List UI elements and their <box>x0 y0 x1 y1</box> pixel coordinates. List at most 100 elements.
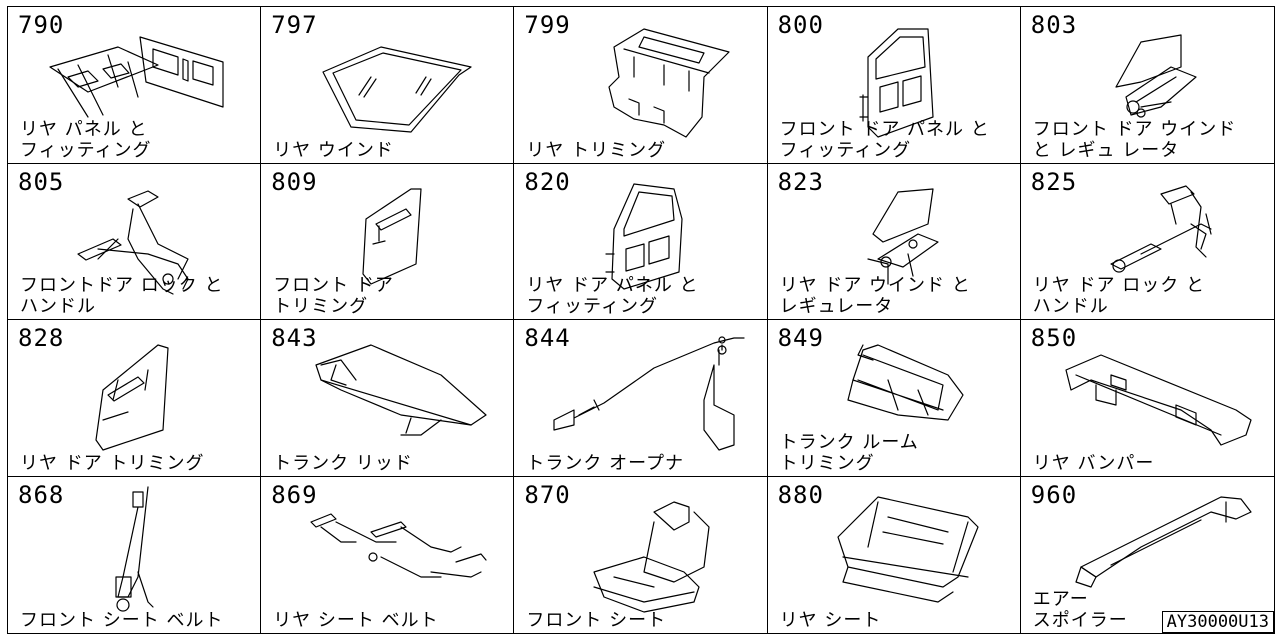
part-group-820[interactable]: 820 リヤ ドア パネル とフィッティング <box>514 163 768 320</box>
part-label-line: リヤ ウインド <box>273 139 394 161</box>
part-label-line: リヤ パネル と <box>20 118 148 140</box>
front-seat-icon <box>593 500 710 613</box>
part-label-line: フロントドア ロック と <box>20 275 224 296</box>
part-number: 803 <box>1030 11 1078 39</box>
part-label-line: トリミング <box>779 452 875 474</box>
part-label: フロント シート <box>526 610 666 631</box>
part-label-line: フロント ドア <box>273 275 394 296</box>
part-number: 870 <box>524 480 571 509</box>
part-group-850[interactable]: 850 リヤ バンパー <box>1020 320 1274 477</box>
part-group-805[interactable]: 805 フロントドア ロック とハンドル <box>8 163 262 320</box>
part-group-880[interactable]: 880 リヤ シート <box>768 476 1021 633</box>
part-label-line: フロント シート ベルト <box>20 610 224 631</box>
part-group-823[interactable]: 823 リヤ ドア ウインド とレギュレータ <box>767 163 1021 320</box>
part-group-825[interactable]: 825 リヤ ドア ロック とハンドル <box>1020 164 1274 320</box>
part-label-line: と レギュ レータ <box>1032 139 1180 161</box>
part-label: リヤ ウインド <box>273 140 394 161</box>
part-number: 820 <box>524 167 571 196</box>
part-label-line: リヤ シート ベルト <box>273 610 439 631</box>
part-label: リヤ ドア ウインド とレギュレータ <box>780 275 971 317</box>
part-label-line: リヤ ドア パネル と <box>526 275 699 296</box>
part-label-line: トランク オープナ <box>526 452 685 474</box>
trunk-room-trim-icon <box>846 344 964 421</box>
part-label-line: フロント ドア パネル と <box>779 118 990 140</box>
part-group-869[interactable]: 869 リヤ シート ベルト <box>261 476 515 633</box>
part-number: 809 <box>271 167 318 196</box>
part-label-line: トランク リッド <box>273 452 413 474</box>
rear-trim-icon <box>608 28 730 138</box>
part-label: エアースポイラー <box>1033 589 1128 631</box>
part-group-828[interactable]: 828 リヤ ドア トリミング <box>8 320 262 477</box>
part-number: 844 <box>524 324 571 352</box>
part-group-799[interactable]: 799 リヤ トリミング <box>514 7 768 164</box>
part-label: リヤ ドア ロック とハンドル <box>1033 275 1205 317</box>
front-window-regulator-icon <box>1115 34 1197 118</box>
part-label-line: リヤ トリミング <box>526 139 667 161</box>
part-number: 880 <box>777 480 824 509</box>
part-label-line: リヤ バンパー <box>1032 452 1155 474</box>
air-spoiler-icon <box>1075 495 1252 588</box>
rear-door-lock-icon <box>1110 184 1212 273</box>
part-label-line: フロント ドア ウインド <box>1032 118 1237 140</box>
part-label-line: エアー <box>1032 589 1089 610</box>
part-label: リヤ ドア トリミング <box>20 453 204 474</box>
part-label: リヤ トリミング <box>526 140 666 161</box>
part-number: 790 <box>18 11 65 39</box>
part-label-line: フィッティング <box>526 296 658 317</box>
front-door-trim-icon <box>362 187 422 285</box>
part-label-line: フィッティング <box>779 139 912 161</box>
part-group-843[interactable]: 843 トランク リッド <box>261 320 515 477</box>
part-label: リヤ パネル とフィッティング <box>20 119 152 161</box>
part-number: 800 <box>777 11 824 39</box>
part-number: 869 <box>271 480 318 509</box>
part-group-870[interactable]: 870 フロント シート <box>514 476 768 633</box>
rear-seat-icon <box>836 495 979 603</box>
part-number: 799 <box>524 11 571 39</box>
part-number: 843 <box>271 324 318 352</box>
part-label-line: ハンドル <box>20 296 96 317</box>
part-number: 828 <box>18 324 65 352</box>
part-number: 825 <box>1030 167 1078 196</box>
part-label-line: ハンドル <box>1032 296 1109 317</box>
part-label: フロント シート ベルト <box>20 610 223 631</box>
diagram-code: AY30000U13 <box>1161 611 1274 633</box>
part-group-797[interactable]: 797 リヤ ウインド <box>261 7 515 164</box>
rear-door-panel-icon <box>605 182 683 290</box>
front-door-panel-icon <box>858 28 934 138</box>
part-label: トランク オープナ <box>526 453 684 474</box>
front-seat-belt-icon <box>115 485 154 612</box>
part-label-line: リヤ シート <box>779 610 882 631</box>
rear-seat-belt-icon <box>310 512 487 578</box>
part-group-800[interactable]: 800 フロント ドア パネル とフィッティング <box>767 7 1021 164</box>
part-label-line: フロント シート <box>526 610 667 631</box>
part-number: 797 <box>271 11 318 39</box>
front-door-lock-icon <box>77 189 189 295</box>
part-label: リヤ バンパー <box>1033 453 1155 474</box>
part-number: 850 <box>1030 324 1078 352</box>
rear-window-icon <box>322 46 472 133</box>
part-label-line: リヤ ドア ロック と <box>1032 275 1205 296</box>
trunk-opener-icon <box>553 336 745 451</box>
part-number: 849 <box>777 324 824 352</box>
rear-panel-icon <box>49 36 224 118</box>
part-label: トランク リッド <box>273 453 413 474</box>
part-group-803[interactable]: 803 フロント ドア ウインドと レギュ レータ <box>1020 7 1274 164</box>
part-label-line: スポイラー <box>1032 610 1128 631</box>
part-label: フロント ドア ウインドと レギュ レータ <box>1033 119 1236 161</box>
part-number: 805 <box>18 167 65 196</box>
part-number: 823 <box>777 167 824 196</box>
part-label: リヤ ドア パネル とフィッティング <box>526 275 698 317</box>
part-group-849[interactable]: 849 トランク ルームトリミング <box>767 320 1021 477</box>
part-group-844[interactable]: 844 トランク オープナ <box>514 320 768 477</box>
part-group-809[interactable]: 809 フロント ドアトリミング <box>261 163 515 320</box>
part-label-line: トランク ルーム <box>779 431 919 453</box>
rear-window-regulator-icon <box>866 187 939 285</box>
part-label: フロントドア ロック とハンドル <box>20 275 223 317</box>
part-label: フロント ドアトリミング <box>273 275 394 317</box>
rear-door-trim-icon <box>95 344 169 451</box>
part-group-790[interactable]: 790 リヤ パネル とフィッティング <box>8 7 262 164</box>
part-label-line: トリミング <box>273 296 369 317</box>
